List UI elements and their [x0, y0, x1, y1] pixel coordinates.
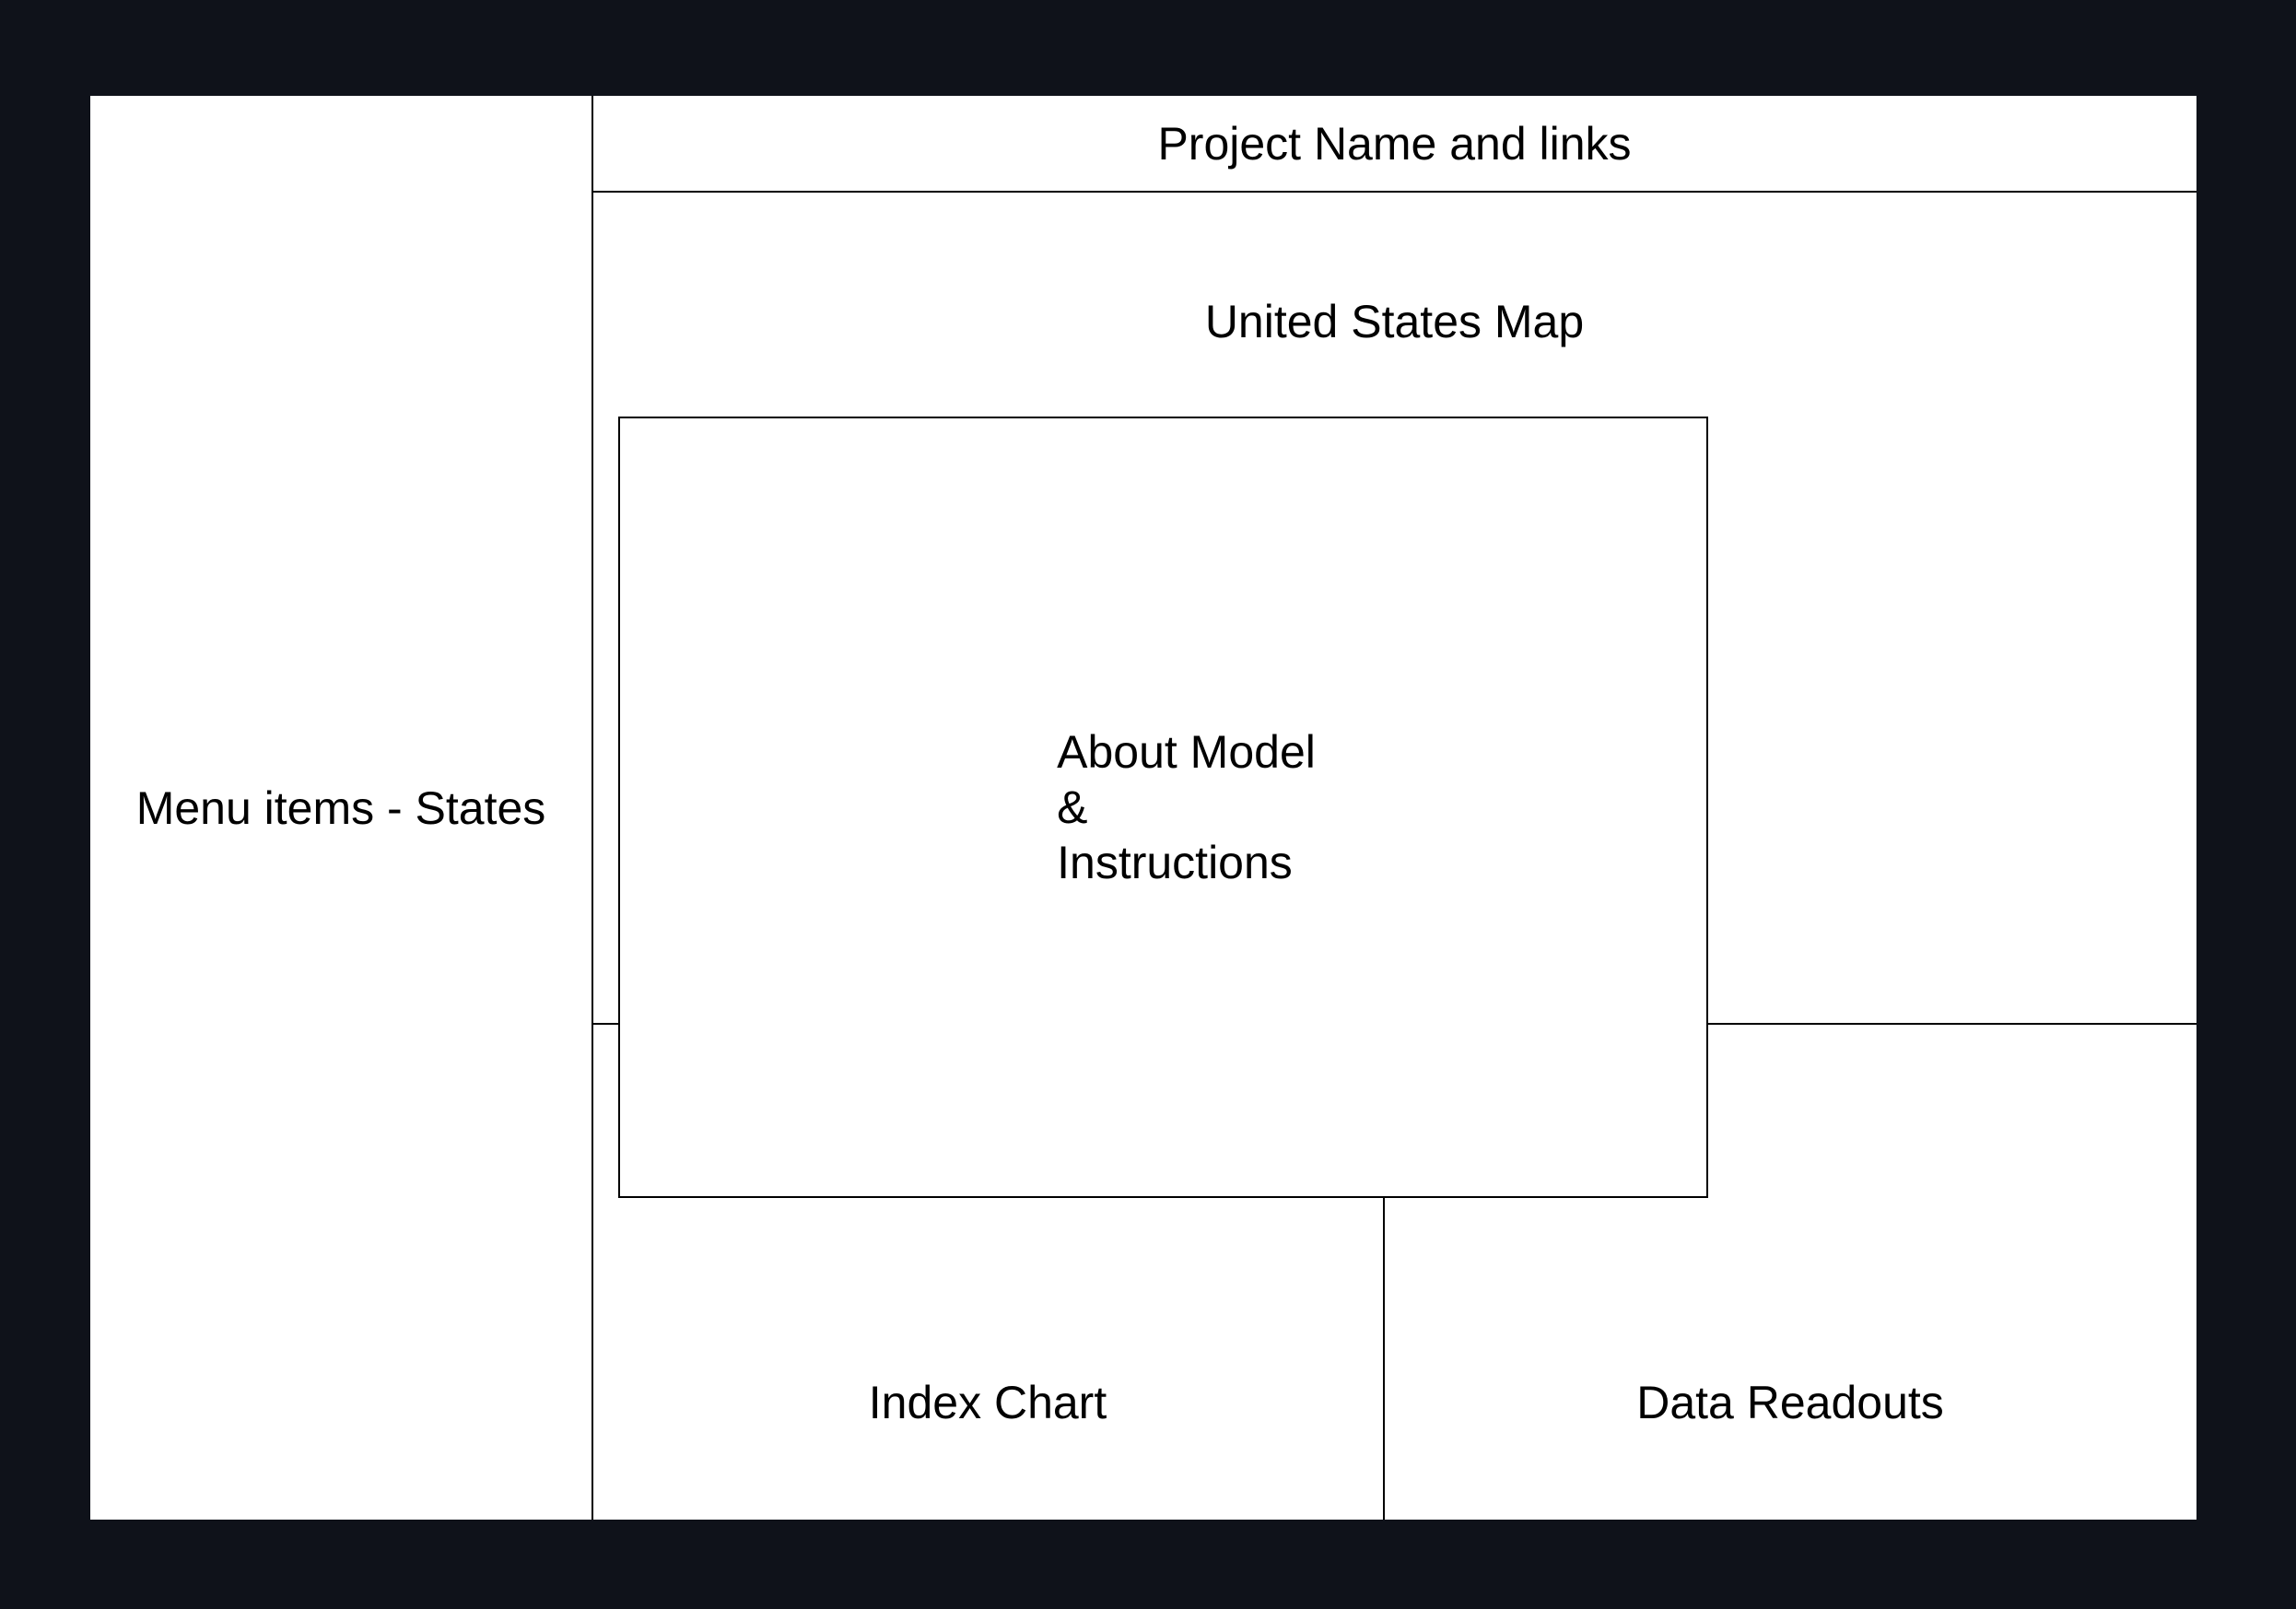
sidebar-menu-label: Menu items - States — [135, 781, 546, 834]
header-region: Project Name and links — [592, 96, 2196, 192]
data-readouts-region: Data Readouts — [1384, 1294, 2196, 1520]
sidebar-menu-region: Menu items - States — [90, 96, 592, 1520]
sidebar-divider-line — [592, 96, 593, 1520]
header-divider-line — [592, 191, 2196, 193]
about-model-label: About Model & Instructions — [1057, 726, 1316, 888]
bottom-panels-divider-line — [1383, 1023, 1385, 1520]
index-chart-label: Index Chart — [868, 1377, 1107, 1428]
map-label: United States Map — [1204, 296, 1585, 347]
wireframe-canvas: Menu items - States Project Name and lin… — [90, 96, 2196, 1520]
about-model-modal: About Model & Instructions — [618, 417, 1708, 1198]
index-chart-region: Index Chart — [592, 1294, 1383, 1520]
map-region: United States Map — [592, 289, 2196, 354]
header-project-label: Project Name and links — [1157, 118, 1632, 170]
data-readouts-label: Data Readouts — [1636, 1377, 1944, 1428]
